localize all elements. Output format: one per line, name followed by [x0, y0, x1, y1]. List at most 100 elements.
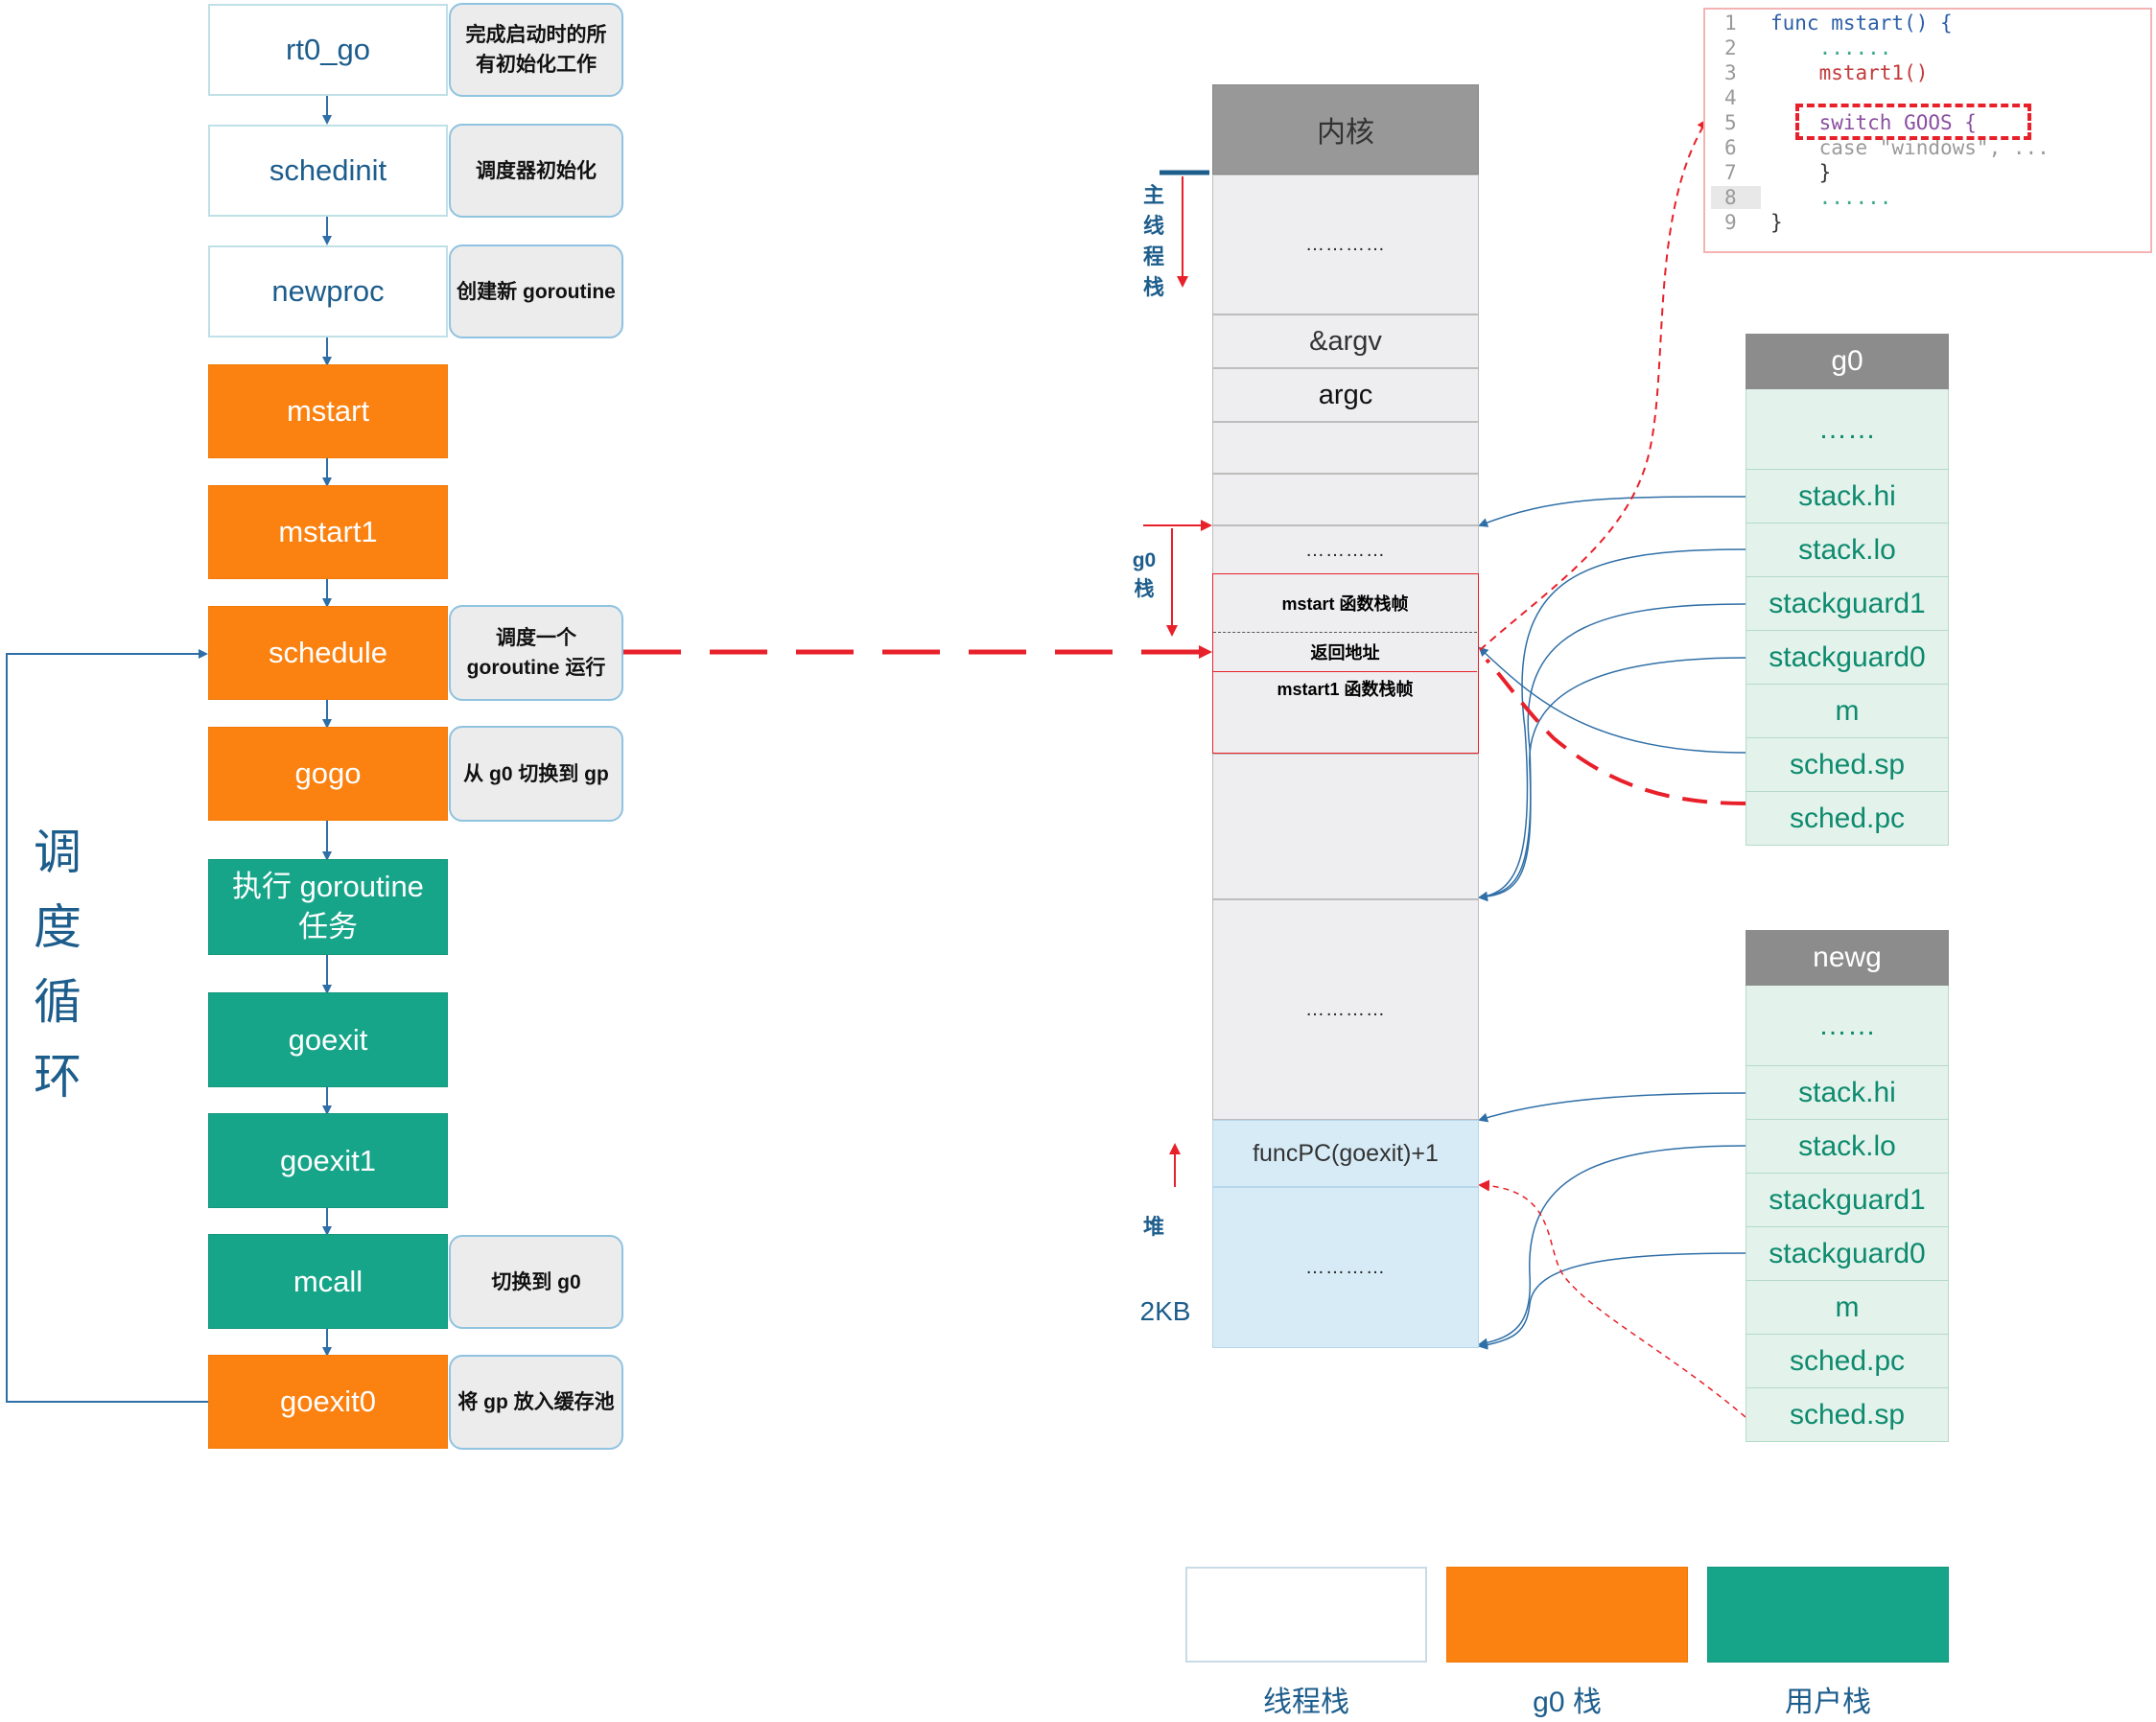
stack-label: mstart 函数栈帧: [1281, 594, 1409, 614]
flow-run-goroutine: 执行 goroutine 任务: [208, 859, 448, 955]
g0-row: m: [1746, 685, 1949, 738]
flow-newproc: newproc: [208, 245, 448, 337]
stack-label: 返回地址: [1310, 643, 1380, 663]
flow-label: mstart: [286, 394, 370, 428]
g0-row: stackguard1: [1746, 577, 1949, 631]
legend-thread-stack: [1185, 1567, 1427, 1663]
newg-row: sched.pc: [1746, 1335, 1949, 1388]
line-number: 4: [1724, 86, 1737, 109]
code-line: ......: [1770, 186, 1892, 209]
stack-g0-free: [1212, 754, 1479, 899]
code-line: ......: [1770, 36, 1892, 59]
line-number: 1: [1724, 12, 1737, 35]
line-number: 8: [1711, 186, 1761, 209]
flow-label: gogo: [294, 756, 362, 790]
stack-frames-box: mstart 函数栈帧 返回地址 mstart1 函数栈帧: [1212, 573, 1479, 754]
line-number: 2: [1724, 36, 1737, 59]
return-to-code-dash: [1479, 118, 1709, 651]
code-line: }: [1770, 161, 1832, 184]
newg-struct: newg …… stack.hi stack.lo stackguard1 st…: [1746, 930, 1949, 1442]
flow-label: goexit0: [280, 1385, 376, 1418]
flow-rt0-go: rt0_go: [208, 4, 448, 96]
stack-label: …………: [1305, 233, 1386, 255]
g0-pointers: [1478, 496, 1746, 902]
label-char: g0: [1132, 549, 1157, 571]
switch-highlight: [1795, 104, 2031, 140]
stack-mstart1-frame: mstart1 函数栈帧: [1213, 674, 1477, 703]
label-char: 栈: [1134, 578, 1155, 600]
schedpc-dash: [1485, 658, 1746, 805]
legend-label: 用户栈: [1785, 1687, 1871, 1718]
note-text: 调度一个 goroutine 运行: [466, 627, 606, 679]
stack-mstart-frame: mstart 函数栈帧: [1213, 574, 1477, 632]
newg-title: newg: [1746, 930, 1949, 986]
g0-struct: g0 …… stack.hi stack.lo stackguard1 stac…: [1746, 334, 1949, 846]
flow-label: schedinit: [269, 153, 387, 187]
g0-row: stack.hi: [1746, 470, 1949, 524]
newg-row: m: [1746, 1281, 1949, 1335]
label-char: 程: [1142, 244, 1164, 268]
flow-goexit1: goexit1: [208, 1113, 448, 1208]
stack-empty-2: [1212, 474, 1479, 525]
newg-row: ……: [1746, 986, 1949, 1066]
g0-row: sched.pc: [1746, 792, 1949, 846]
legend-label: 线程栈: [1263, 1687, 1349, 1718]
note-text: 完成启动时的所有初始化工作: [465, 24, 607, 76]
stack-label: …………: [1305, 998, 1386, 1020]
flow-mcall: mcall: [208, 1234, 448, 1329]
newg-row: stack.hi: [1746, 1066, 1949, 1120]
newg-row: stackguard0: [1746, 1227, 1949, 1281]
flow-label: newproc: [271, 274, 385, 308]
flow-schedule: schedule: [208, 606, 448, 700]
stack-label: …………: [1305, 539, 1386, 561]
note-mcall: 切换到 g0: [449, 1235, 623, 1329]
newg-pointers: [1478, 1092, 1746, 1350]
note-text: 创建新 goroutine: [457, 280, 616, 303]
code-line: switch GOOS {: [1770, 111, 1977, 134]
flow-goexit0: goexit0: [208, 1355, 448, 1449]
flow-label: schedule: [268, 636, 388, 669]
newg-row: sched.sp: [1746, 1388, 1949, 1442]
legend-user-stack: [1707, 1567, 1949, 1663]
g0-title: g0: [1746, 334, 1949, 389]
stack-dots-top: …………: [1212, 175, 1479, 314]
stack-label: argc: [1318, 379, 1373, 410]
note-schedinit: 调度器初始化: [449, 124, 623, 218]
note-text: 切换到 g0: [491, 1270, 581, 1293]
g0-row: sched.sp: [1746, 738, 1949, 792]
stack-dots-mid: …………: [1212, 899, 1479, 1120]
newg-row: stackguard1: [1746, 1174, 1949, 1227]
note-newproc: 创建新 goroutine: [449, 244, 623, 338]
heap-size-label: 2KB: [1139, 1296, 1191, 1326]
stack-argv: &argv: [1212, 314, 1479, 368]
code-line: mstart1(): [1770, 61, 1929, 84]
stack-dots-g0: …………: [1212, 525, 1479, 575]
stack-label: &argv: [1309, 325, 1382, 357]
flow-gogo: gogo: [208, 727, 448, 821]
code-body: func mstart() { ...... mstart1() switch …: [1770, 10, 2150, 251]
g0-row: ……: [1746, 389, 1949, 470]
heap-label: 堆: [1142, 1215, 1164, 1239]
line-number: 7: [1724, 161, 1737, 184]
label-char: 栈: [1142, 275, 1164, 299]
stack-kernel: 内核: [1212, 84, 1479, 175]
stack-label: 内核: [1317, 117, 1374, 149]
stack-funcpc: funcPC(goexit)+1: [1212, 1120, 1479, 1187]
newg-schedpc-dash: [1478, 1179, 1746, 1418]
flow-label: rt0_go: [286, 33, 370, 66]
loop-char: 循: [34, 975, 82, 1029]
loop-char: 环: [34, 1050, 82, 1104]
g0-row: stack.lo: [1746, 524, 1949, 577]
stack-label: funcPC(goexit)+1: [1253, 1139, 1439, 1167]
loop-label: 调 度 循 环: [29, 815, 86, 1114]
stack-label: mstart1 函数栈帧: [1277, 680, 1414, 699]
flow-mstart: mstart: [208, 364, 448, 458]
flow-mstart1: mstart1: [208, 485, 448, 579]
note-goexit0: 将 gp 放入缓存池: [449, 1355, 623, 1450]
loop-char: 调: [34, 826, 82, 879]
flow-label: goexit1: [280, 1143, 376, 1177]
code-line: }: [1770, 211, 1783, 234]
loop-connector: [6, 649, 208, 1403]
code-snippet: 1 2 3 4 5 6 7 8 9 func mstart() { ......…: [1703, 8, 2152, 253]
note-rt0-go: 完成启动时的所有初始化工作: [449, 3, 623, 97]
